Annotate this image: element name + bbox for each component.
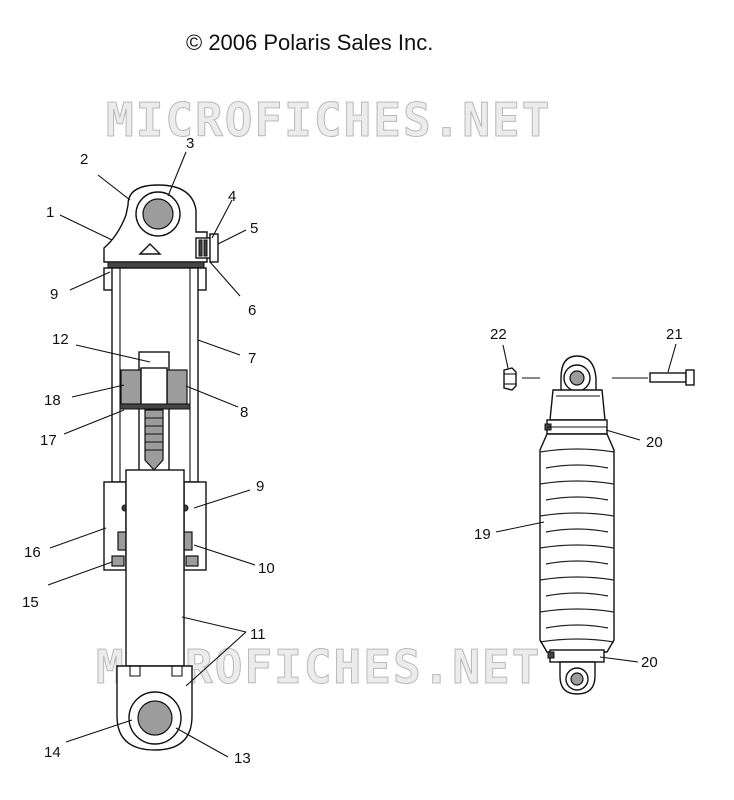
mounting-bolt-shank (649, 372, 687, 383)
callout-18: 18 (44, 392, 61, 409)
mounting-nut (503, 367, 517, 391)
boot-clamp-bottom (549, 649, 605, 663)
piston-washer (119, 403, 191, 410)
callout-10: 10 (258, 560, 275, 577)
callout-16: 16 (24, 544, 41, 561)
rod-thread (144, 409, 164, 471)
callout-14: 14 (44, 744, 61, 761)
boot-folds (539, 448, 615, 643)
callout-20-top: 20 (646, 434, 663, 451)
top-plate (107, 261, 205, 269)
callout-6: 6 (248, 302, 257, 319)
callout-15: 15 (22, 594, 39, 611)
callout-8: 8 (240, 404, 249, 421)
callout-9-bottom: 9 (256, 478, 265, 495)
top-eye-bushing (142, 198, 174, 230)
piston-left (120, 369, 142, 405)
callout-20-bottom: 20 (641, 654, 658, 671)
callout-2: 2 (80, 151, 89, 168)
lower-tube (125, 469, 185, 667)
external-shock (503, 355, 695, 695)
callout-4: 4 (228, 188, 237, 205)
cap-nub (138, 243, 162, 255)
callout-19: 19 (474, 526, 491, 543)
piston-right (166, 369, 188, 405)
bottom-eye-bushing (137, 700, 173, 736)
leader-lines-left (47, 151, 256, 758)
right-upper-body (549, 389, 606, 421)
callout-5: 5 (250, 220, 259, 237)
callout-3: 3 (186, 135, 195, 152)
callout-7: 7 (248, 350, 257, 367)
copyright-notice: © 2006 Polaris Sales Inc. (186, 30, 434, 55)
valve-cap (209, 233, 219, 263)
callout-9-top: 9 (50, 286, 59, 303)
callout-12: 12 (52, 331, 69, 348)
callout-17: 17 (40, 432, 57, 449)
callout-21: 21 (666, 326, 683, 343)
piston-nut (140, 367, 168, 407)
callout-11: 11 (250, 626, 266, 643)
callout-22: 22 (490, 326, 507, 343)
watermark-top: MICROFICHES.NET (105, 93, 552, 148)
cutaway-shock (103, 184, 219, 751)
callout-13: 13 (234, 750, 251, 767)
mounting-bolt-head (685, 369, 695, 386)
dust-boot (539, 433, 615, 653)
valve-oring (198, 239, 208, 257)
leader-lines-right (495, 343, 677, 663)
callout-1: 1 (46, 204, 55, 221)
